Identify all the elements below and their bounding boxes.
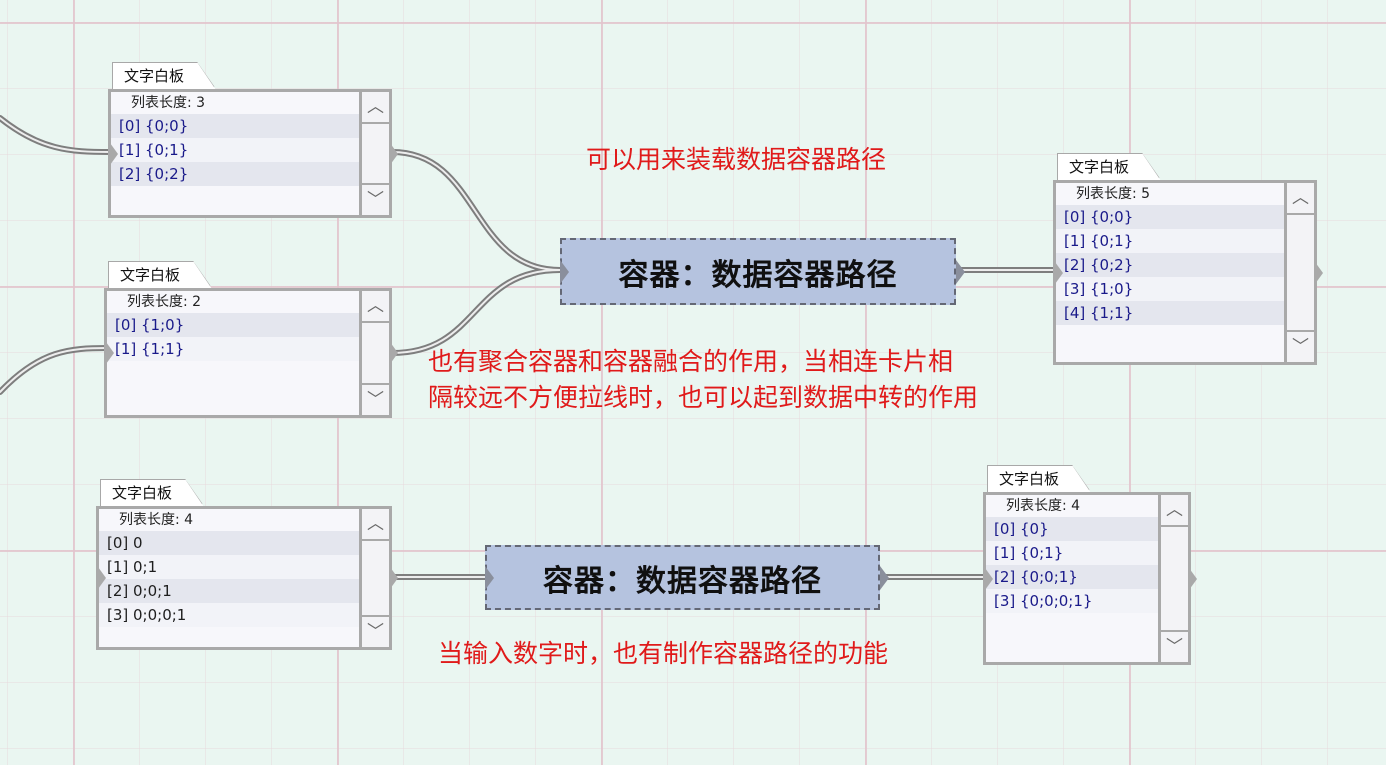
list-item: [1] {1;1} xyxy=(107,337,359,361)
panel-body: 列表长度: 4 [0] 0 [1] 0;1 [2] 0;0;1 [3] 0;0;… xyxy=(96,506,398,650)
panel-tab[interactable]: 文字白板 xyxy=(100,479,204,507)
scrollbar[interactable]: ︿ ﹀ xyxy=(359,291,389,415)
list-item: [2] {0;2} xyxy=(111,162,359,186)
chevron-down-icon[interactable]: ﹀ xyxy=(1287,330,1314,362)
list-item: [2] {0;0;1} xyxy=(986,565,1158,589)
list-length-label: 列表长度: 3 xyxy=(131,95,206,111)
scrollbar[interactable]: ︿ ﹀ xyxy=(1158,495,1188,662)
list-length-label: 列表长度: 5 xyxy=(1076,186,1151,202)
container-path-component-1[interactable]: 容器：数据容器路径 xyxy=(560,238,965,305)
list-item: [3] 0;0;0;1 xyxy=(99,603,359,627)
list-length-label: 列表长度: 4 xyxy=(119,512,194,528)
list-item: [3] {1;0} xyxy=(1056,277,1284,301)
input-port[interactable] xyxy=(1055,261,1063,284)
scrollbar[interactable]: ︿ ﹀ xyxy=(359,509,389,647)
panel-tab[interactable]: 文字白板 xyxy=(112,62,216,90)
panel-tab[interactable]: 文字白板 xyxy=(1057,153,1161,181)
scrollbar[interactable]: ︿ ﹀ xyxy=(359,92,389,215)
chevron-down-icon[interactable]: ﹀ xyxy=(362,183,389,215)
list-item: [2] {0;2} xyxy=(1056,253,1284,277)
panel-body: 列表长度: 2 [0] {1;0} [1] {1;1} ︿ ﹀ xyxy=(104,288,398,418)
chevron-up-icon[interactable]: ︿ xyxy=(1287,183,1314,215)
panel-tab[interactable]: 文字白板 xyxy=(108,261,212,289)
chevron-up-icon[interactable]: ︿ xyxy=(362,92,389,124)
chevron-down-icon[interactable]: ﹀ xyxy=(362,383,389,415)
annotation-middle-line2: 隔较远不方便拉线时，也可以起到数据中转的作用 xyxy=(428,383,979,412)
input-port[interactable] xyxy=(110,142,118,165)
text-panel-1[interactable]: 文字白板 列表长度: 3 [0] {0;0} [1] {0;1} [2] {0;… xyxy=(108,62,398,218)
list-item: [0] {0;0} xyxy=(111,114,359,138)
panel-body: 列表长度: 5 [0] {0;0} [1] {0;1} [2] {0;2} [3… xyxy=(1053,180,1323,365)
text-panel-5[interactable]: 文字白板 列表长度: 4 [0] {0} [1] {0;1} [2] {0;0;… xyxy=(983,465,1197,665)
list-length-label: 列表长度: 2 xyxy=(127,294,202,310)
chevron-up-icon[interactable]: ︿ xyxy=(1161,495,1188,527)
input-port[interactable] xyxy=(985,567,993,590)
output-port[interactable] xyxy=(1315,261,1323,284)
list-item: [3] {0;0;0;1} xyxy=(986,589,1158,613)
list-item: [1] {0;1} xyxy=(111,138,359,162)
list-item: [0] 0 xyxy=(99,531,359,555)
panel-body: 列表长度: 4 [0] {0} [1] {0;1} [2] {0;0;1} [3… xyxy=(983,492,1197,665)
list-item: [1] {0;1} xyxy=(1056,229,1284,253)
chevron-down-icon[interactable]: ﹀ xyxy=(1161,630,1188,662)
text-panel-3[interactable]: 文字白板 列表长度: 5 [0] {0;0} [1] {0;1} [2] {0;… xyxy=(1053,153,1323,365)
text-panel-2[interactable]: 文字白板 列表长度: 2 [0] {1;0} [1] {1;1} ︿ ﹀ xyxy=(104,261,398,418)
scrollbar[interactable]: ︿ ﹀ xyxy=(1284,183,1314,362)
list-item: [1] {0;1} xyxy=(986,541,1158,565)
annotation-bottom: 当输入数字时，也有制作容器路径的功能 xyxy=(438,639,889,668)
list-item: [4] {1;1} xyxy=(1056,301,1284,325)
input-port[interactable] xyxy=(106,342,114,364)
output-port[interactable] xyxy=(390,342,398,364)
text-panel-4[interactable]: 文字白板 列表长度: 4 [0] 0 [1] 0;1 [2] 0;0;1 [3]… xyxy=(96,479,398,650)
list-item: [0] {1;0} xyxy=(107,313,359,337)
list-item: [1] 0;1 xyxy=(99,555,359,579)
list-length-label: 列表长度: 4 xyxy=(1006,498,1081,514)
annotation-middle-line1: 也有聚合容器和容器融合的作用，当相连卡片相 xyxy=(428,347,954,376)
output-port[interactable] xyxy=(390,142,398,165)
annotation-top: 可以用来装载数据容器路径 xyxy=(586,145,887,174)
chevron-up-icon[interactable]: ︿ xyxy=(362,509,389,541)
list-item: [2] 0;0;1 xyxy=(99,579,359,603)
chevron-up-icon[interactable]: ︿ xyxy=(362,291,389,323)
panel-body: 列表长度: 3 [0] {0;0} [1] {0;1} [2] {0;2} ︿ … xyxy=(108,89,398,218)
output-port[interactable] xyxy=(390,567,398,589)
input-port[interactable] xyxy=(98,567,106,589)
output-port[interactable] xyxy=(1189,567,1197,590)
panel-tab[interactable]: 文字白板 xyxy=(987,465,1091,493)
chevron-down-icon[interactable]: ﹀ xyxy=(362,615,389,647)
list-item: [0] {0;0} xyxy=(1056,205,1284,229)
list-item: [0] {0} xyxy=(986,517,1158,541)
container-path-component-2[interactable]: 容器：数据容器路径 xyxy=(485,545,889,610)
